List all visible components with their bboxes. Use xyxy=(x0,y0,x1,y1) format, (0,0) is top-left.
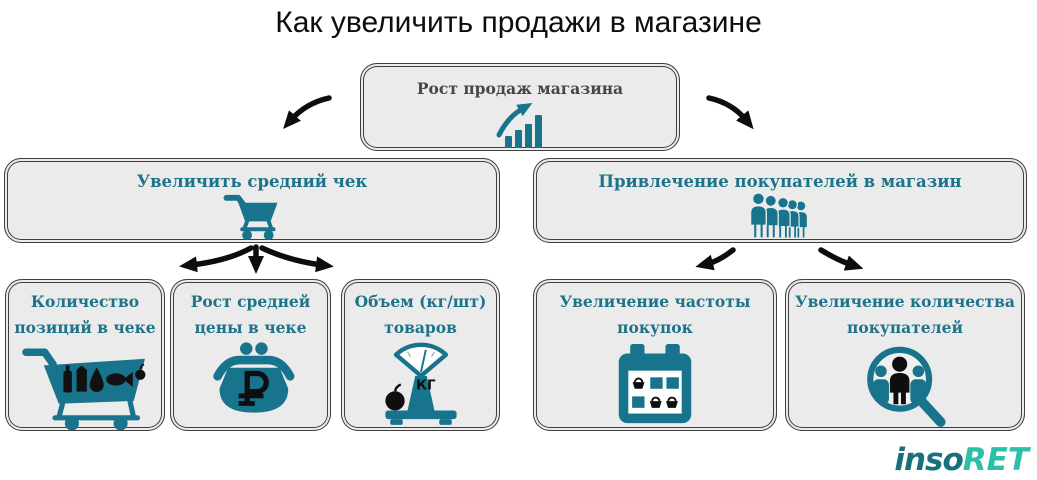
node-attract-customers: Привлечение покупателей в магазин xyxy=(533,158,1027,243)
node-root-sales-growth: Рост продаж магазина xyxy=(360,63,680,151)
leaf-frequency-line2: покупок xyxy=(617,318,693,337)
growth-chart-icon xyxy=(496,103,542,148)
leaf-card-items-per-check: Количество позиций в чеке xyxy=(5,279,165,431)
arrow-right-to-leaf4 xyxy=(695,247,736,271)
logo-part-inso: inso xyxy=(894,442,963,478)
calendar-purchases-icon xyxy=(618,343,692,424)
node-left-label: Увеличить средний чек xyxy=(136,172,368,191)
node-right-label: Привлечение покупателей в магазин xyxy=(598,172,962,191)
node-root-label: Рост продаж магазина xyxy=(416,79,624,98)
shopping-cart-icon xyxy=(223,194,278,241)
customers-queue-icon xyxy=(749,192,808,239)
scale-kg-label: КГ xyxy=(416,378,436,393)
leaf-price-line2: цены в чеке xyxy=(194,318,307,337)
weighing-scale-icon: КГ xyxy=(384,342,457,425)
leaf-card-purchase-frequency: Увеличение частоты покупок xyxy=(533,279,777,431)
logo: insoRET xyxy=(894,442,1029,478)
magnifier-customers-icon xyxy=(867,346,946,427)
leaf-price-line1: Рост средней xyxy=(190,292,311,311)
leaf-volume-line1: Объем (кг/шт) xyxy=(354,292,487,311)
leaf-items-line1: Количество xyxy=(30,292,140,311)
leaf-customers-line2: покупателей xyxy=(847,318,963,337)
leaf-card-goods-volume: Объем (кг/шт) товаров КГ xyxy=(341,279,500,431)
arrow-right-to-leaf5 xyxy=(818,247,864,271)
page-title: Как увеличить продажи в магазине xyxy=(275,6,762,39)
purse-ruble-icon xyxy=(212,342,294,413)
leaf-items-line2: позиций в чеке xyxy=(14,318,156,337)
leaf-volume-line2: товаров xyxy=(384,318,457,337)
arrow-root-to-left xyxy=(283,95,332,129)
leaf-card-average-price: Рост средней цены в чеке xyxy=(170,279,331,431)
cart-with-goods-icon xyxy=(22,348,146,430)
arrow-root-to-right xyxy=(706,95,754,130)
leaf-frequency-line1: Увеличение частоты xyxy=(559,292,751,311)
logo-part-ret: RET xyxy=(962,442,1029,478)
leaf-customers-line1: Увеличение количества xyxy=(795,292,1015,311)
node-increase-average-check: Увеличить средний чек xyxy=(4,158,500,243)
leaf-card-customers-count: Увеличение количества покупателей xyxy=(785,279,1025,431)
arrow-left-to-leaf1 xyxy=(179,245,254,273)
arrow-left-to-leaf3 xyxy=(259,245,334,273)
